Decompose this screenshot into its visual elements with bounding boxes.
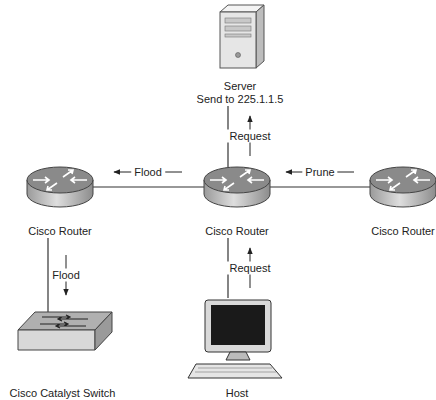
drive-bay	[225, 18, 251, 23]
device-icons	[18, 5, 436, 378]
network-link	[270, 186, 370, 187]
monitor-screen	[211, 305, 265, 345]
direction-arrow-layer	[66, 116, 354, 295]
device-node: Cisco Router	[27, 167, 93, 238]
monitor-stand	[226, 352, 250, 360]
device-label: Cisco Router	[205, 225, 269, 238]
server-front	[220, 12, 256, 68]
keyboard-keys	[195, 368, 276, 372]
network-link	[93, 186, 204, 187]
router-icon	[27, 167, 93, 207]
router-icon	[204, 167, 270, 207]
device-node: Cisco Router	[370, 167, 436, 238]
link-label: Request	[227, 262, 274, 275]
device-label: Server	[224, 80, 256, 93]
router-icon	[370, 167, 436, 207]
switch-icon	[18, 312, 112, 350]
switch-side	[95, 312, 112, 350]
link-label: Request	[227, 130, 274, 143]
drive-bay	[225, 34, 251, 37]
device-node: Cisco Router	[204, 167, 270, 238]
link-label: Flood	[49, 269, 83, 282]
server-icon	[220, 5, 264, 68]
device-label: Cisco Router	[371, 225, 435, 238]
host-icon	[188, 300, 282, 378]
device-label: Host	[226, 387, 249, 400]
device-node: ServerSend to 225.1.1.5	[190, 0, 290, 106]
switch-arrows	[40, 315, 88, 328]
link-label: Prune	[302, 166, 337, 179]
device-label: Cisco Router	[28, 225, 92, 238]
device-label: Send to 225.1.1.5	[197, 93, 284, 106]
server-side	[256, 5, 264, 68]
drive-bay	[225, 26, 251, 31]
device-label: Cisco Catalyst Switch	[10, 387, 116, 400]
switch-front	[18, 330, 95, 350]
connector-layer	[48, 106, 370, 312]
device-node: Cisco Catalyst Switch	[0, 312, 125, 400]
keyboard	[188, 364, 282, 378]
device-node: Host	[187, 298, 287, 400]
power-button	[236, 53, 241, 58]
link-label: Flood	[131, 166, 165, 179]
monitor-frame	[205, 300, 271, 352]
